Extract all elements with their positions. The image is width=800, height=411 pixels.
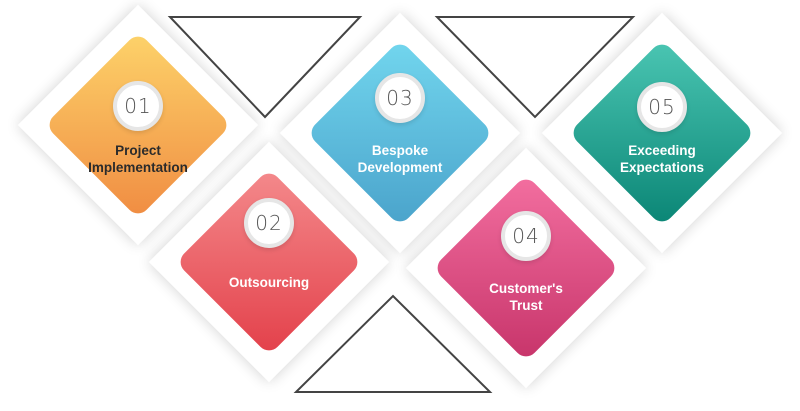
step-04-number: 04 bbox=[501, 211, 551, 261]
step-03-number: 03 bbox=[375, 73, 425, 123]
triangle-down-left bbox=[167, 16, 363, 119]
step-03-label: Bespoke Development bbox=[357, 143, 443, 175]
step-01-label: Project Implementation bbox=[88, 143, 188, 175]
triangle-down-right bbox=[434, 16, 636, 119]
step-01-number: 01 bbox=[113, 81, 163, 131]
step-02-label: Outsourcing bbox=[228, 275, 310, 290]
step-05-number: 05 bbox=[637, 82, 687, 132]
step-02-number: 02 bbox=[244, 198, 294, 248]
triangle-up-bottom bbox=[293, 294, 493, 393]
step-05-label: Exceeding Expectations bbox=[619, 143, 705, 175]
step-04-label: Customer's Trust bbox=[489, 281, 563, 313]
